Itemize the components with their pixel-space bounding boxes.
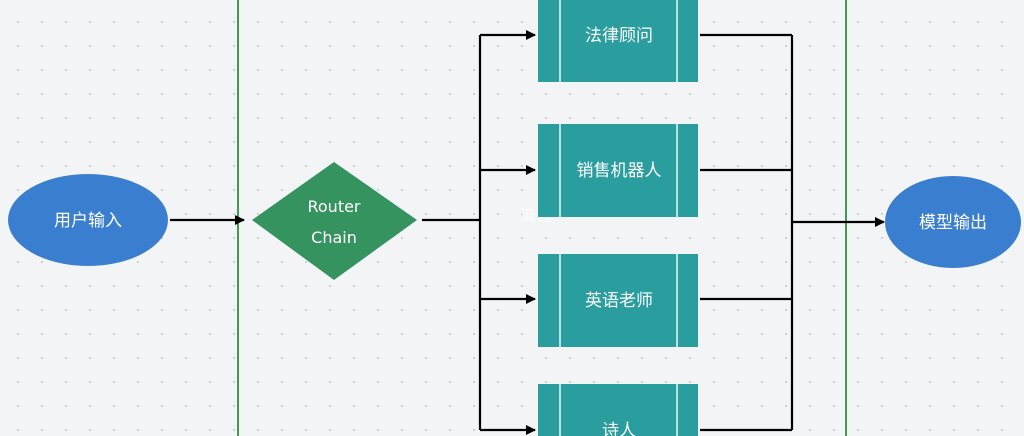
model-output-node[interactable]: 模型输出	[885, 176, 1021, 268]
process-box	[538, 254, 698, 347]
destination-label: 诗人	[602, 421, 636, 436]
user-input-shape	[8, 174, 168, 266]
router-chain-label-line1: Router	[307, 197, 360, 216]
process-box	[538, 124, 698, 217]
user-input-label: 用户输入	[54, 211, 122, 231]
model-output-label: 模型输出	[919, 213, 987, 233]
destination-label: 英语老师	[585, 291, 653, 311]
destination-english-teacher[interactable]: 英语老师	[538, 254, 698, 347]
destination-legal-advisor[interactable]: 法律顾问	[538, 0, 698, 82]
process-box	[538, 384, 698, 436]
model-output-shape	[885, 176, 1021, 268]
process-box	[538, 0, 698, 82]
destination-poet[interactable]: 诗人	[538, 384, 698, 436]
destination-label: 法律顾问	[585, 26, 653, 46]
destination-label: 销售机器人	[577, 161, 662, 181]
router-chain-shape	[252, 162, 417, 280]
destination-sales-bot[interactable]: 销售机器人	[538, 124, 698, 217]
router-chain-label-line2: Chain	[311, 228, 357, 247]
router-chain-node[interactable]: Router Chain	[252, 162, 417, 280]
user-input-node[interactable]: 用户输入	[8, 174, 168, 266]
edges	[170, 30, 885, 435]
